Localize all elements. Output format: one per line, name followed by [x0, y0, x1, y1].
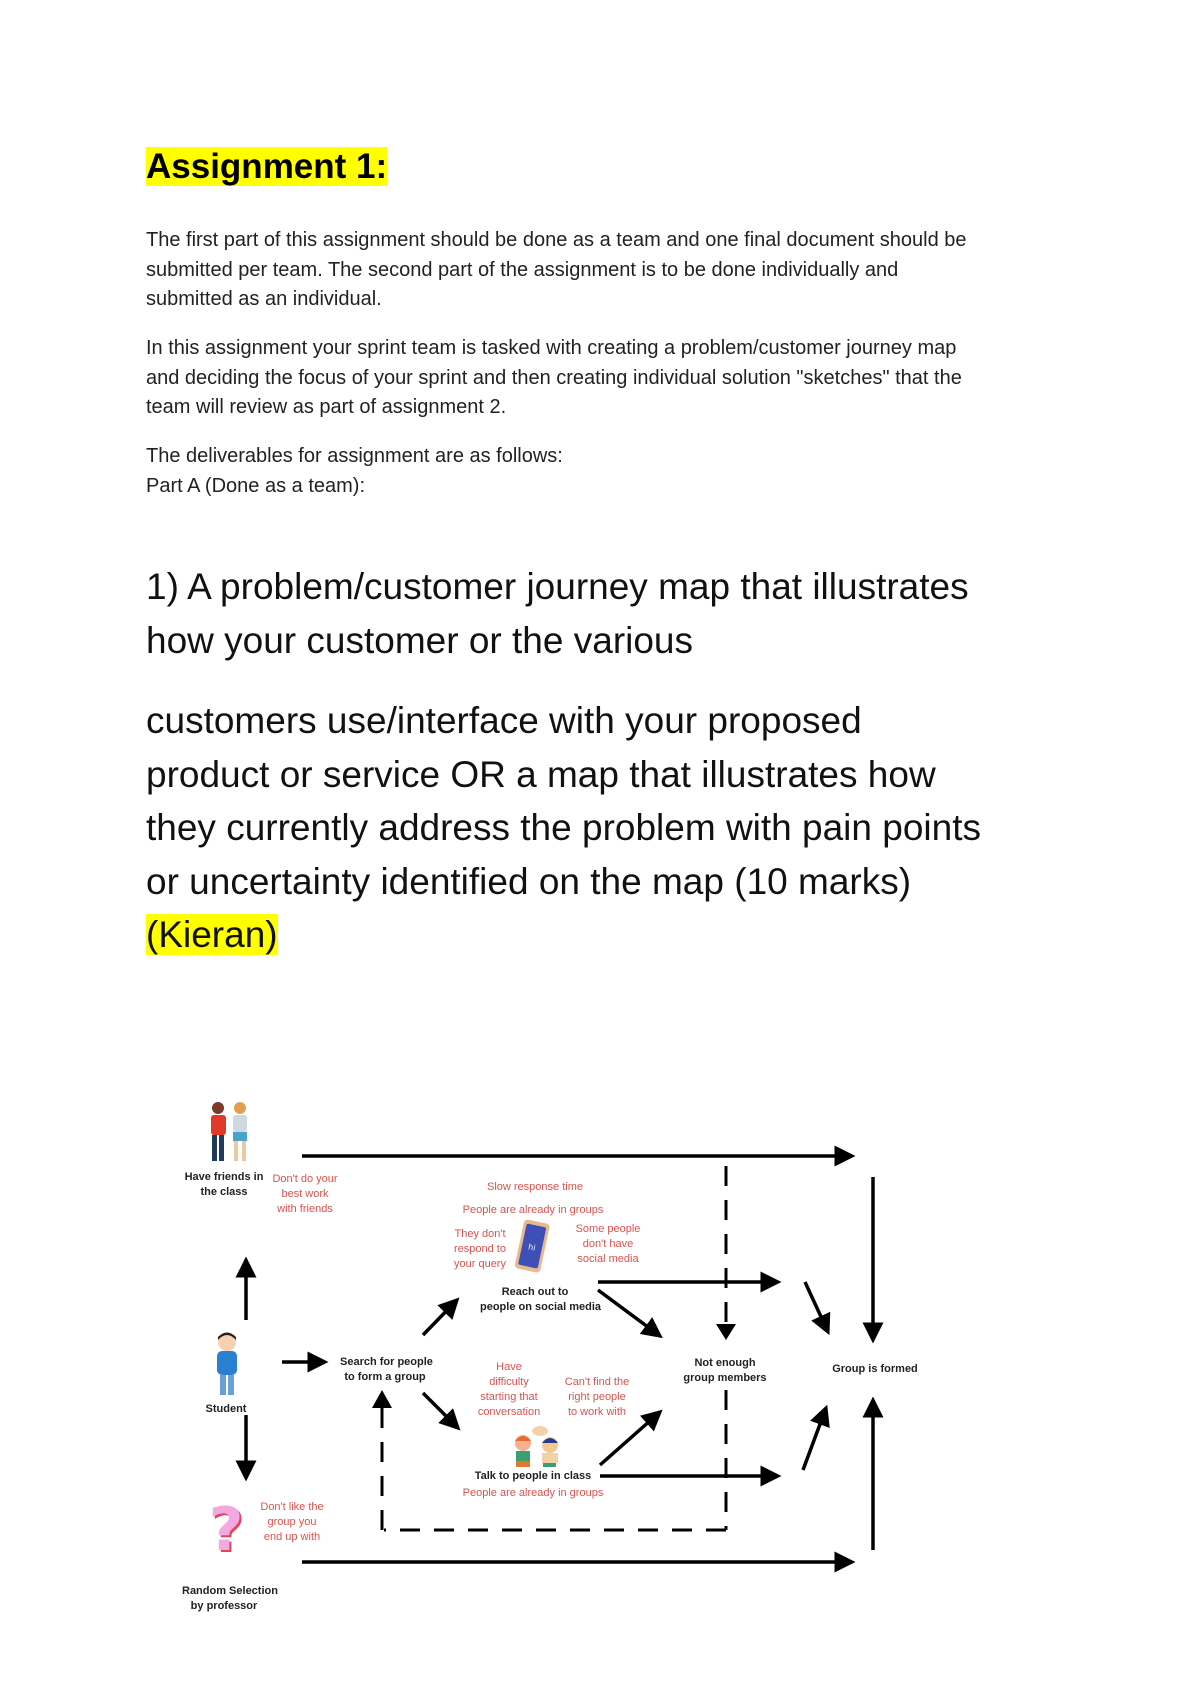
deliverables-paragraph: The deliverables for assignment are as f…	[146, 442, 1076, 501]
node-label: Random Selection	[182, 1585, 278, 1597]
intro-line: submitted as an individual.	[146, 288, 382, 310]
assignment-title-text: Assignment 1:	[146, 147, 388, 186]
node-label: group members	[683, 1372, 767, 1384]
deliverable-line: how your customer or the various	[146, 619, 694, 661]
pain-line: with friends	[277, 1203, 333, 1215]
deliverable-line: customers use/interface with your propos…	[146, 700, 862, 741]
part-a-heading: Part A (Done as a team):	[146, 474, 365, 497]
pain-line: best work	[281, 1188, 329, 1200]
node-label: Not enough	[694, 1357, 756, 1369]
pain-line: end up with	[263, 1531, 321, 1543]
journey-map-diagram: ? ? hi Have friends in the class	[182, 1100, 1010, 1640]
phone-icon: hi	[515, 1219, 550, 1273]
node-not-enough-members: Not enough group members	[680, 1356, 770, 1386]
pain-line: Have	[496, 1361, 522, 1373]
pain-line: Can't find the	[564, 1376, 630, 1388]
pain-line: Some people	[575, 1223, 641, 1235]
pain-line: conversation	[477, 1406, 541, 1418]
node-have-friends: Have friends in the class	[182, 1170, 266, 1200]
node-label: to form a group	[344, 1371, 426, 1383]
pain-point-dont-like-group: Don't like the group you end up with	[254, 1500, 330, 1545]
deliverable-line: they currently address the problem with …	[146, 807, 981, 848]
pain-point-slow-response: Slow response time	[487, 1181, 583, 1193]
task-line: and deciding the focus of your sprint an…	[146, 366, 962, 389]
pain-line: right people	[568, 1391, 626, 1403]
pain-point-difficulty: Have difficulty starting that conversati…	[472, 1360, 546, 1420]
task-line: In this assignment your sprint team is t…	[146, 337, 957, 359]
pain-point-already-groups-class: People are already in groups	[462, 1487, 604, 1499]
question-mark-icon: ? ?	[209, 1500, 246, 1560]
deliverable-1-body: customers use/interface with your propos…	[146, 694, 1086, 962]
node-label: the class	[200, 1186, 248, 1198]
node-label: Have friends in	[184, 1171, 264, 1183]
pain-line: respond to	[454, 1243, 506, 1255]
node-social-media: Reach out to people on social media	[480, 1285, 602, 1315]
journey-map-arrows	[235, 1145, 884, 1573]
intro-line: The first part of this assignment should…	[146, 229, 967, 251]
student-illustration-icon	[217, 1332, 237, 1395]
pain-line: don't have	[582, 1238, 634, 1250]
assignee-highlight: (Kieran)	[146, 914, 278, 955]
node-group-formed: Group is formed	[832, 1363, 918, 1375]
deliverable-line: product or service OR a map that illustr…	[146, 753, 936, 795]
svg-text:?: ?	[209, 1500, 244, 1560]
task-paragraph: In this assignment your sprint team is t…	[146, 334, 1076, 423]
node-talk-in-class: Talk to people in class	[474, 1470, 592, 1482]
pain-line: difficulty	[489, 1376, 529, 1388]
pain-line: They don't	[454, 1228, 506, 1240]
pain-line: starting that	[480, 1391, 538, 1403]
pain-line: social media	[577, 1253, 639, 1265]
svg-text:hi: hi	[527, 1242, 536, 1252]
deliverables-line: The deliverables for assignment are as f…	[146, 445, 563, 467]
node-search-people: Search for people to form a group	[340, 1355, 433, 1385]
talking-kids-icon	[515, 1426, 558, 1467]
pain-line: group you	[267, 1516, 317, 1528]
pain-point-no-response: They don't respond to your query	[448, 1227, 512, 1272]
node-student: Student	[205, 1403, 247, 1415]
deliverable-1-intro: 1) A problem/customer journey map that i…	[146, 560, 1086, 667]
pain-line: your query	[454, 1258, 506, 1270]
node-label: people on social media	[480, 1301, 602, 1313]
pain-line: Don't do your	[272, 1173, 338, 1185]
assignment-title: Assignment 1:	[146, 146, 388, 188]
pain-point-no-social-media: Some people don't have social media	[568, 1222, 648, 1267]
node-label: Reach out to	[501, 1286, 569, 1298]
friends-illustration-icon	[211, 1102, 247, 1161]
pain-point-already-groups: People are already in groups	[462, 1204, 604, 1216]
svg-text:?: ?	[211, 1500, 246, 1560]
task-line: team will review as part of assignment 2…	[146, 396, 507, 418]
intro-line: submitted per team. The second part of t…	[146, 258, 899, 281]
node-label: Search for people	[340, 1356, 433, 1368]
deliverable-line: 1) A problem/customer journey map that i…	[146, 566, 969, 607]
pain-line: Don't like the	[260, 1501, 324, 1513]
pain-point-cant-find: Can't find the right people to work with	[554, 1375, 640, 1420]
pain-line: to work with	[567, 1406, 627, 1418]
deliverable-line: or uncertainty identified on the map (10…	[146, 860, 912, 902]
intro-paragraph: The first part of this assignment should…	[146, 226, 1076, 315]
node-random-selection: Random Selection by professor	[182, 1584, 278, 1614]
pain-point-friends: Don't do your best work with friends	[268, 1172, 342, 1217]
node-label: by professor	[190, 1600, 258, 1612]
